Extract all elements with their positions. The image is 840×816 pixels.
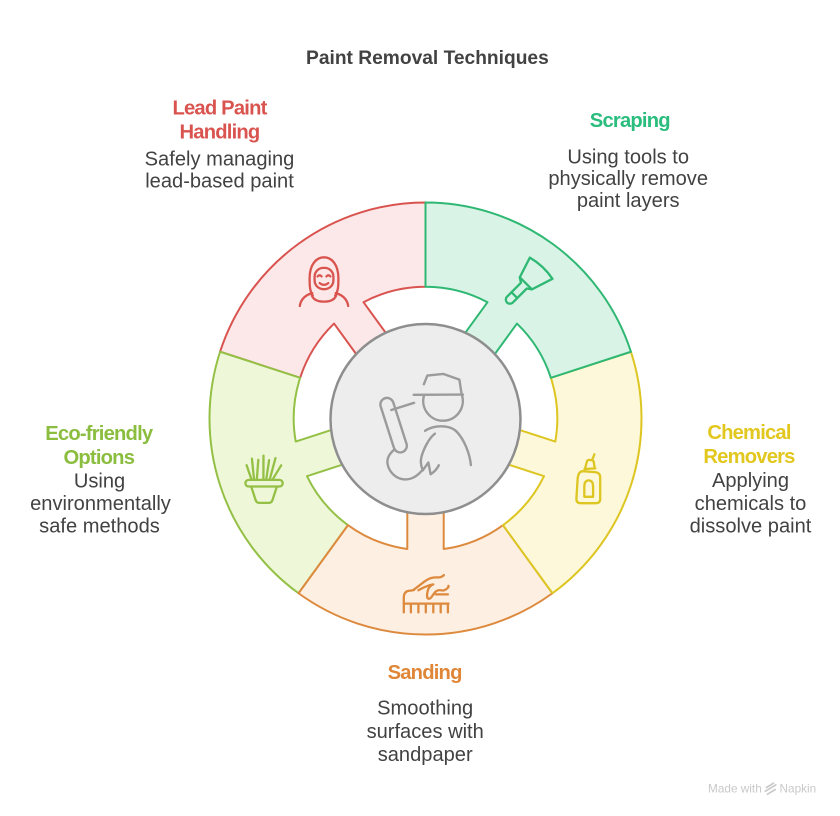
svg-text:physically remove: physically remove — [548, 168, 708, 190]
svg-text:Sanding: Sanding — [388, 662, 462, 684]
svg-text:Chemical: Chemical — [707, 422, 791, 444]
svg-text:environmentally: environmentally — [30, 493, 171, 515]
svg-text:Smoothing: Smoothing — [377, 698, 473, 720]
svg-text:Paint Removal Techniques: Paint Removal Techniques — [306, 48, 549, 69]
svg-text:sandpaper: sandpaper — [378, 744, 473, 766]
svg-text:Napkin: Napkin — [780, 782, 817, 796]
svg-text:Using tools to: Using tools to — [567, 146, 689, 168]
svg-text:Using: Using — [74, 471, 125, 493]
svg-text:Made with: Made with — [708, 782, 762, 796]
svg-text:Options: Options — [63, 447, 134, 469]
svg-text:paint layers: paint layers — [577, 190, 680, 212]
svg-text:dissolve paint: dissolve paint — [690, 516, 812, 538]
svg-text:Removers: Removers — [703, 446, 795, 468]
svg-text:Scraping: Scraping — [590, 110, 670, 132]
svg-text:surfaces with: surfaces with — [367, 721, 484, 743]
svg-text:Lead Paint: Lead Paint — [172, 98, 267, 120]
svg-text:safe methods: safe methods — [39, 516, 160, 538]
svg-text:Handling: Handling — [180, 122, 260, 144]
svg-text:Eco-friendly: Eco-friendly — [45, 423, 154, 445]
svg-text:Safely managing: Safely managing — [145, 148, 295, 170]
svg-text:Applying: Applying — [712, 470, 789, 492]
svg-text:lead-based paint: lead-based paint — [145, 171, 294, 193]
svg-text:chemicals to: chemicals to — [695, 493, 807, 515]
